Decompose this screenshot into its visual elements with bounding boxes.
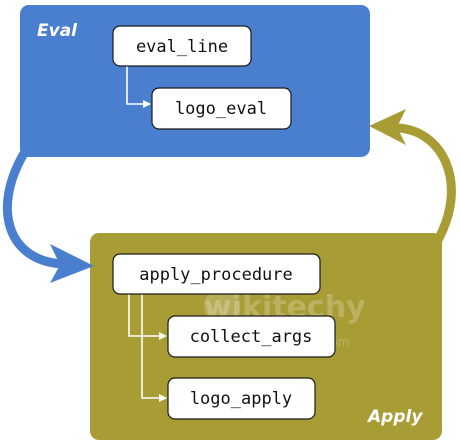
node-logo-apply: logo_apply	[167, 377, 316, 420]
apply-to-eval-arrow	[393, 123, 456, 245]
eval-box-label: Eval	[37, 21, 78, 41]
node-eval-line: eval_line	[112, 25, 252, 67]
apply-procedure-to-logo-apply-connector	[141, 292, 167, 402]
eval-line-to-logo-eval-connector	[126, 66, 151, 108]
node-logo-eval: logo_eval	[151, 87, 292, 130]
node-logo-apply-label: logo_apply	[190, 389, 292, 409]
node-apply-procedure-label: apply_procedure	[139, 265, 293, 285]
node-apply-procedure: apply_procedure	[112, 253, 321, 295]
apply-to-eval-arrowhead	[369, 109, 406, 145]
node-collect-args: collect_args	[167, 315, 336, 358]
node-collect-args-label: collect_args	[190, 327, 313, 347]
apply-box-label: Apply	[366, 407, 423, 427]
eval-to-apply-arrow	[2, 145, 67, 269]
node-eval-line-label: eval_line	[136, 37, 228, 57]
node-logo-eval-label: logo_eval	[175, 99, 267, 119]
apply-procedure-to-collect-args-connector	[128, 292, 167, 340]
eval-to-apply-arrowhead	[50, 244, 94, 283]
